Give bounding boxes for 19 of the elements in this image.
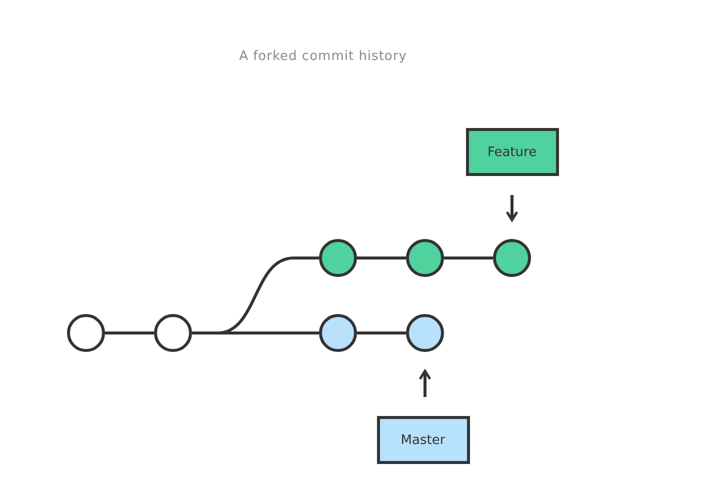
branch-line (105, 332, 154, 334)
branch-line (357, 332, 406, 334)
commit-circle (406, 239, 444, 277)
commit-circle (67, 314, 105, 352)
commit-circle (319, 314, 357, 352)
branch-line (444, 256, 493, 260)
commit-circle (406, 314, 444, 352)
branch-label-box (466, 128, 558, 176)
arrow (418, 370, 432, 397)
commit-circle (319, 239, 357, 277)
commit-circle (493, 239, 531, 277)
branch-name: Feature (487, 144, 537, 160)
branch-name: Master (400, 432, 446, 448)
diagram-title: A forked commit history (238, 49, 408, 64)
arrow (506, 195, 518, 222)
commit-circle (154, 314, 192, 352)
branch-line (192, 332, 319, 334)
branch-label-box (376, 416, 470, 464)
branch-line (357, 256, 406, 260)
